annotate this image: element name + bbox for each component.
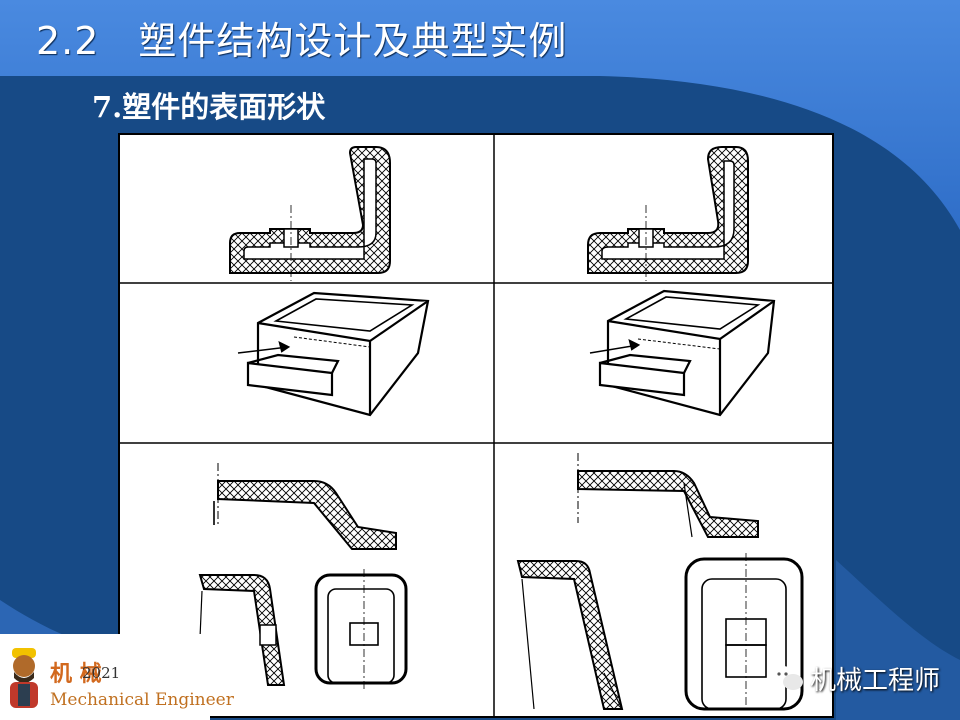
isometric-box-right: [589, 289, 776, 417]
logo-subtext: Mechanical Engineer: [50, 690, 234, 710]
chat-bubble-icon: [771, 666, 803, 690]
technical-drawings: [118, 133, 834, 718]
footer-logo: 机 械 Mechanical Engineer: [0, 634, 234, 720]
table-grid: [118, 133, 834, 718]
isometric-box-left: [237, 291, 430, 417]
logo-text: 机 械: [50, 661, 102, 687]
slide-title: 2.2 塑件结构设计及典型实例: [36, 19, 568, 63]
wall-section-left: [197, 569, 408, 689]
slide-subtitle: 7.塑件的表面形状: [92, 90, 326, 124]
stepped-section-left: [213, 463, 397, 550]
watermark-text: 机械工程师: [810, 666, 941, 696]
drawing-panel: [118, 133, 834, 718]
engineer-mascot-icon: [10, 648, 38, 708]
stepped-section-right: [577, 453, 759, 538]
footer-date: 2021: [82, 664, 121, 682]
section-l-shape-left: [229, 146, 391, 281]
section-l-shape-right: [587, 146, 749, 281]
wall-section-right: [516, 553, 804, 713]
